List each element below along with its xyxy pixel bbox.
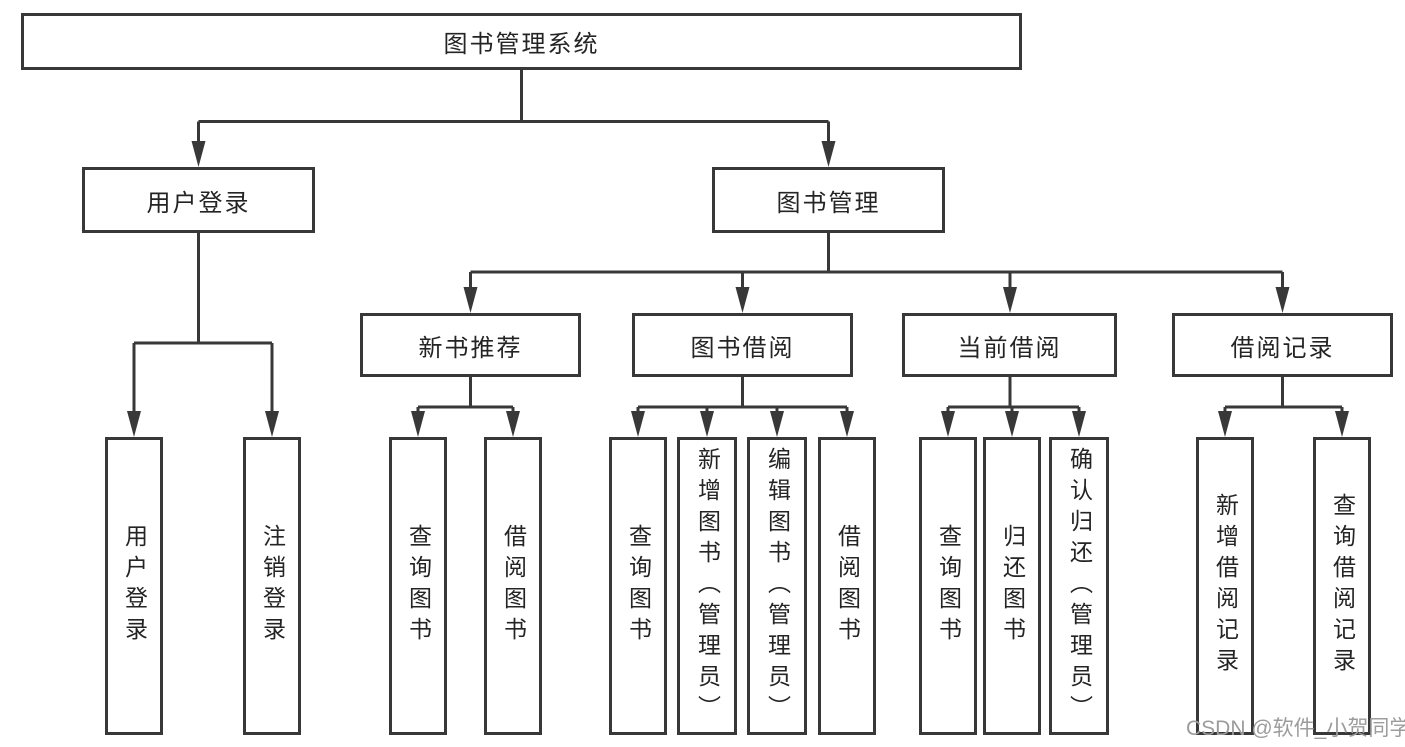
node-book-borrow: 图书借阅: [632, 313, 853, 377]
connector-root-to-level2: [197, 69, 830, 144]
leaf-current-query-books: 查询图书: [919, 437, 977, 735]
node-root-system: 图书管理系统: [21, 13, 1022, 70]
connector-current-to-children: [946, 376, 1081, 414]
leaf-borrow-query-books: 查询图书: [609, 437, 667, 735]
leaf-current-confirm-return-admin: 确认归还（管理员）: [1049, 437, 1109, 735]
leaf-records-add-record: 新增借阅记录: [1196, 437, 1254, 735]
leaf-borrow-add-books-admin: 新增图书（管理员）: [677, 437, 737, 735]
leaf-logout: 注销登录: [243, 437, 301, 735]
node-current-borrow: 当前借阅: [902, 313, 1117, 377]
connector-records-to-children: [1223, 376, 1344, 414]
connector-login-to-children: [132, 232, 274, 414]
leaf-recommend-query-books: 查询图书: [389, 437, 447, 735]
node-user-login: 用户登录: [82, 167, 315, 233]
connector-management-to-modules: [469, 232, 1284, 290]
leaf-borrow-edit-books-admin: 编辑图书（管理员）: [747, 437, 807, 735]
leaf-current-return-books: 归还图书: [983, 437, 1041, 735]
leaf-records-query-record: 查询借阅记录: [1313, 437, 1371, 735]
leaf-recommend-borrow-books: 借阅图书: [484, 437, 542, 735]
connector-borrow-to-children: [636, 376, 849, 414]
leaf-borrow-borrow-books: 借阅图书: [818, 437, 876, 735]
csdn-watermark: CSDN @软件_小贺同学: [1186, 717, 1405, 740]
arrowheads: [127, 141, 1349, 437]
node-book-management: 图书管理: [712, 167, 945, 233]
node-new-book-recommend: 新书推荐: [360, 313, 581, 377]
leaf-user-login: 用户登录: [105, 437, 163, 735]
node-borrow-records: 借阅记录: [1172, 313, 1393, 377]
connector-recommend-to-children: [416, 376, 515, 414]
